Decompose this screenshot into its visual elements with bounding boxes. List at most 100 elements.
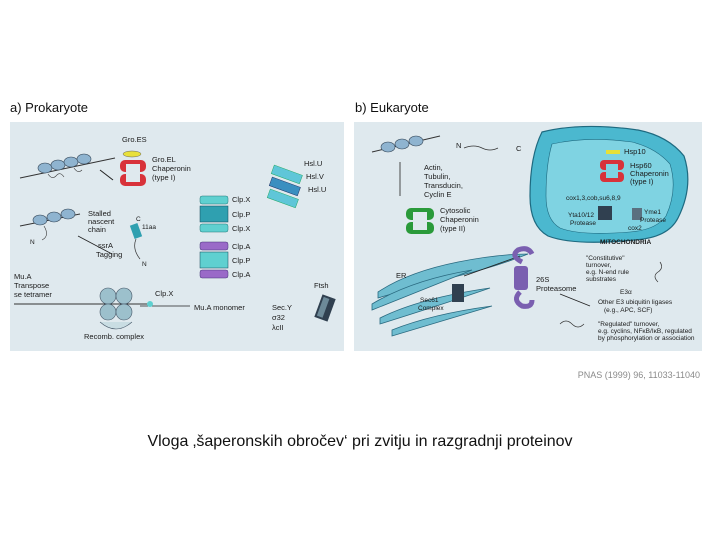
groes-groel-complex-icon — [120, 150, 146, 186]
sec61-label-1: Sec61 — [420, 297, 439, 304]
ribosome-chain-icon — [19, 153, 116, 179]
prokaryote-panel-background — [10, 122, 344, 351]
ssra-label-1: ssrA — [98, 241, 113, 250]
ribosome-chain-icon — [371, 135, 441, 153]
clpap-protease-icon — [199, 241, 229, 279]
ftsh-protease-icon — [314, 294, 336, 322]
hslu2-label: Hsl.U — [308, 185, 326, 194]
26s-proteasome-icon — [512, 246, 535, 309]
mua-monomer-label: Mu.A monomer — [194, 303, 245, 312]
yme1-label-2: Protease — [640, 217, 666, 224]
sec61-label-2: Complex — [418, 305, 444, 312]
cytosolic-label-3: (type II) — [440, 224, 466, 233]
clpp-bottom-label: Clp.P — [232, 256, 250, 265]
regulated-label-2: e.g. cyclins, NFκB/IκB, regulated — [598, 328, 692, 335]
stalled-ribosome-icon — [19, 208, 81, 241]
cycline-label: Cyclin E — [424, 190, 452, 199]
arrow-icon — [463, 255, 521, 277]
polypeptide-icon — [463, 145, 499, 151]
constitutive-label-1: "Constitutive" — [586, 255, 625, 262]
clpx-top-label: Clp.X — [232, 195, 250, 204]
arrow-icon — [99, 169, 114, 181]
other-e3-label-2: (e.g., APC, SCF) — [604, 307, 652, 314]
proteasome-label-2: Proteasome — [536, 284, 576, 293]
yme1-protease-icon — [632, 208, 642, 220]
secy-label: Sec.Y — [272, 303, 292, 312]
hsp60-chaperonin-icon — [600, 160, 624, 182]
groel-label-3: (type I) — [152, 173, 176, 182]
yme1-label-1: Yme1 — [644, 209, 661, 216]
11aa-label: 11aa — [142, 224, 156, 231]
slide-caption: Vloga ‚šaperonskih obročev‘ pri zvitju i… — [147, 433, 573, 450]
regulated-label-1: "Regulated" turnover, — [598, 321, 660, 328]
protein-fate-diagram: a) Prokaryote Gro.ES Gro.EL Chaperonin (… — [0, 96, 720, 356]
sec61-complex-icon — [452, 284, 464, 302]
stalled-label-2: nascent — [88, 217, 115, 226]
ftsh-label: Ftsh — [314, 281, 329, 290]
cytosolic-chaperonin-icon — [406, 208, 434, 234]
prokaryote-header: a) Prokaryote — [10, 100, 88, 115]
c-terminus-label: C — [136, 216, 141, 223]
arrow-icon — [77, 235, 113, 255]
transducin-label: Transducin, — [424, 181, 463, 190]
ssra-label-2: Tagging — [96, 250, 122, 259]
cytosolic-label-1: Cytosolic — [440, 206, 471, 215]
clpxp-protease-icon — [199, 195, 229, 233]
cytosolic-label-2: Chaperonin — [440, 215, 479, 224]
tagged-chain-icon — [134, 238, 141, 260]
c-terminus-label: C — [516, 144, 522, 153]
hsluv-protease-icon — [266, 164, 303, 209]
hslv-label: Hsl.V — [306, 172, 324, 181]
cox-label: cox1,3,cob,su6,8,9 — [566, 195, 621, 202]
ssra-tag-icon — [129, 223, 143, 239]
hsp10-label: Hsp10 — [624, 147, 646, 156]
arrow-icon — [559, 293, 591, 307]
er-membrane-icon — [371, 253, 529, 337]
mua-label-1: Mu.A — [14, 272, 32, 281]
mua-label-2: Transpose — [14, 281, 49, 290]
constitutive-label-4: substrates — [586, 276, 617, 283]
constitutive-label-3: e.g. N-end rule — [586, 269, 629, 276]
er-label: ER — [396, 271, 407, 280]
regulated-label-3: by phosphorylation or association — [598, 335, 695, 342]
substrate-chain-icon — [654, 261, 662, 283]
tubulin-label: Tubulin, — [424, 172, 450, 181]
clpa-top-label: Clp.A — [232, 242, 250, 251]
yta-label-1: Yta10/12 — [568, 212, 594, 219]
groes-label: Gro.ES — [122, 135, 147, 144]
eukaryote-header: b) Eukaryote — [355, 100, 429, 115]
hsp10-icon — [606, 150, 620, 154]
ubiquitin-chain-icon — [559, 320, 585, 328]
groel-label-1: Gro.EL — [152, 155, 176, 164]
cox2-label: cox2 — [628, 225, 642, 232]
hsp60-label-1: Hsp60 — [630, 161, 652, 170]
proteasome-label-1: 26S — [536, 275, 549, 284]
eukaryote-panel: b) Eukaryote N C Actin, Tubulin, Transdu… — [350, 98, 716, 354]
hsp60-label-2: Chaperonin — [630, 169, 669, 178]
constitutive-label-2: turnover, — [586, 262, 611, 269]
hslu-label: Hsl.U — [304, 159, 322, 168]
lambda-cii-label: λcII — [272, 323, 284, 332]
n-terminus-label-2: N — [142, 261, 147, 268]
clpx-monomer-label: Clp.X — [155, 289, 173, 298]
mua-tetramer-icon — [14, 287, 150, 330]
sigma32-label: σ32 — [272, 313, 285, 322]
mua-label-3: se tetramer — [14, 290, 52, 299]
stalled-label-3: chain — [88, 225, 106, 234]
clpx-bottom-label: Clp.X — [232, 224, 250, 233]
mitochondria-label: MITOCHONDRIA — [600, 239, 651, 246]
stalled-label-1: Stalled — [88, 209, 111, 218]
other-e3-label-1: Other E3 ubiquitin ligases — [598, 299, 673, 306]
yta-label-2: Protease — [570, 220, 596, 227]
citation: PNAS (1999) 96, 11033-11040 — [577, 370, 700, 380]
recomb-complex-label: Recomb. complex — [84, 332, 144, 341]
n-terminus-label: N — [30, 239, 35, 246]
e3a-label: E3α — [620, 289, 632, 296]
actin-label: Actin, — [424, 163, 443, 172]
yta-protease-icon — [598, 206, 612, 220]
clpp-top-label: Clp.P — [232, 210, 250, 219]
mitochondrion-icon — [529, 125, 689, 243]
clpa-bottom-label: Clp.A — [232, 270, 250, 279]
n-terminus-label: N — [456, 141, 461, 150]
prokaryote-panel: a) Prokaryote Gro.ES Gro.EL Chaperonin (… — [4, 98, 350, 354]
